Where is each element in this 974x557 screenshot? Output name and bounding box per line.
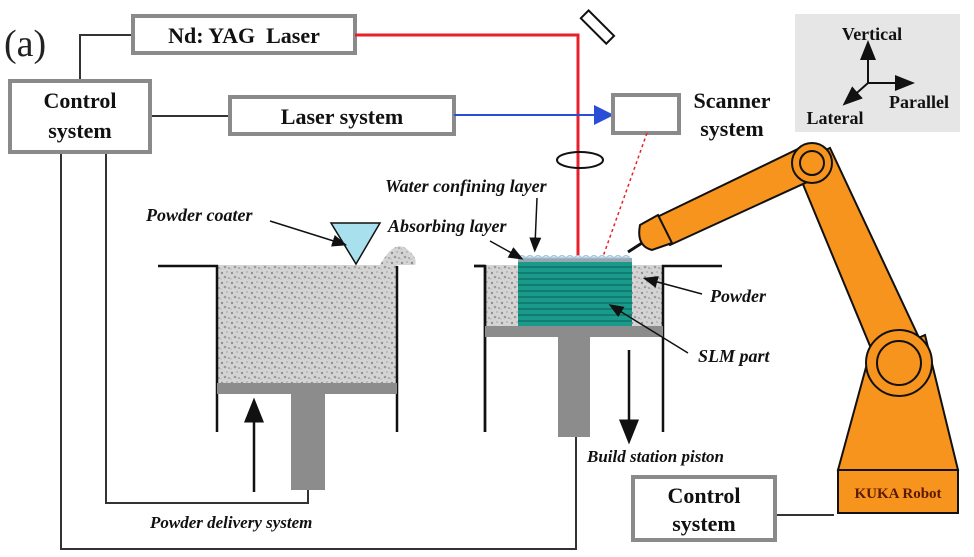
nd-yag-laser-box: Nd: YAG Laser xyxy=(131,14,357,55)
powder-pointer xyxy=(642,276,703,295)
control-system-main-box: Control system xyxy=(8,79,152,154)
powder-coater-icon xyxy=(329,222,382,266)
nd-yag-laser-label: Nd: YAG Laser xyxy=(168,23,320,48)
scanner-beam-dashed xyxy=(599,132,648,266)
axis-vertical-label: Vertical xyxy=(842,24,902,44)
lens-icon xyxy=(556,151,604,169)
powder-coater-label: Powder coater xyxy=(145,205,253,225)
water-confining-layer-label: Water confining layer xyxy=(385,176,548,196)
panel-label: (a) xyxy=(4,23,46,65)
water-confining-layer xyxy=(516,255,632,259)
wire-control-to-ndyag xyxy=(79,34,132,80)
build-chamber xyxy=(474,255,722,445)
wire-control-to-build-piston xyxy=(60,152,577,550)
absorbing-layer xyxy=(518,258,632,262)
slm-part xyxy=(518,262,632,326)
scanner-system-line2: system xyxy=(700,116,764,141)
control-system-robot-line1: Control xyxy=(668,483,741,508)
powder-coater-pointer xyxy=(269,220,348,247)
axis-lateral-label: Lateral xyxy=(807,108,864,128)
slm-part-label: SLM part xyxy=(698,346,771,366)
scanner-system-box: Scanner system xyxy=(611,88,771,141)
build-station-piston-label: Build station piston xyxy=(586,447,724,466)
control-system-robot-line2: system xyxy=(672,511,736,536)
axes-legend: Vertical Parallel Lateral xyxy=(795,14,960,132)
laser-beam-red xyxy=(355,33,580,262)
scanner-system-line1: Scanner xyxy=(694,88,771,113)
powder-label: Powder xyxy=(709,286,767,306)
kuka-robot[interactable]: KUKA Robot xyxy=(627,142,960,514)
kuka-robot-label: KUKA Robot xyxy=(854,486,941,502)
control-system-main-line2: system xyxy=(48,118,112,143)
water-confining-layer-pointer xyxy=(529,197,542,253)
powder-delivery-chamber xyxy=(158,246,416,492)
laser-system-label: Laser system xyxy=(281,104,403,129)
laser-system-box: Laser system xyxy=(228,95,456,136)
wire-control-to-powder-delivery xyxy=(105,152,309,504)
axis-parallel-label: Parallel xyxy=(889,92,949,112)
absorbing-layer-pointer xyxy=(489,240,524,260)
mirror-icon xyxy=(579,9,616,46)
control-system-main-line1: Control xyxy=(44,88,117,113)
absorbing-layer-label: Absorbing layer xyxy=(387,216,508,236)
slm-part-pointer xyxy=(608,304,689,354)
control-system-robot-box: Control system xyxy=(631,475,777,542)
powder-delivery-system-label: Powder delivery system xyxy=(149,513,312,532)
